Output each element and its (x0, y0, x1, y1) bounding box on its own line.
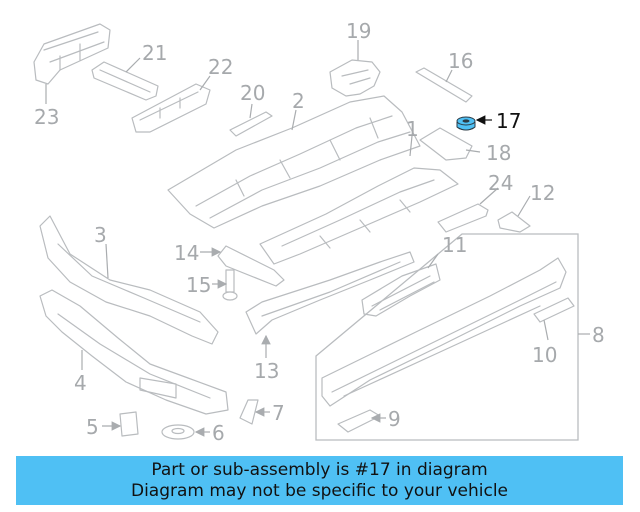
callout-15: 15 (186, 273, 211, 297)
callout-10: 10 (532, 343, 557, 367)
callout-21: 21 (142, 41, 167, 65)
part-7[interactable] (239, 399, 259, 425)
part-15[interactable] (222, 269, 238, 301)
part-16[interactable] (415, 67, 473, 103)
callout-24: 24 (488, 171, 513, 195)
part-8-group[interactable] (315, 233, 579, 441)
callout-4: 4 (74, 371, 87, 395)
part-17[interactable] (456, 116, 476, 131)
part-13[interactable] (245, 251, 415, 335)
callout-1: 1 (406, 117, 419, 141)
part-14[interactable] (217, 245, 285, 287)
part-2[interactable] (167, 95, 421, 229)
callout-17: 17 (496, 109, 521, 133)
callout-22: 22 (208, 55, 233, 79)
part-21[interactable] (91, 61, 159, 101)
part-6[interactable] (161, 424, 195, 440)
callout-14: 14 (174, 241, 199, 265)
callout-7: 7 (272, 401, 285, 425)
part-4[interactable] (39, 289, 229, 415)
part-1[interactable] (259, 167, 459, 265)
callout-12: 12 (530, 181, 555, 205)
callout-6: 6 (212, 421, 225, 445)
part-18[interactable] (419, 127, 473, 161)
part-19[interactable] (329, 59, 381, 97)
callout-labels: 23 21 22 20 2 19 16 17 1 18 24 12 3 14 1… (34, 19, 605, 445)
caption-line-2: Diagram may not be specific to your vehi… (130, 480, 508, 501)
part-24[interactable] (437, 203, 489, 233)
callout-20: 20 (240, 81, 265, 105)
callout-9: 9 (388, 407, 401, 431)
callout-16: 16 (448, 49, 473, 73)
part-20[interactable] (229, 111, 273, 137)
part-5[interactable] (119, 411, 139, 437)
callout-19: 19 (346, 19, 371, 43)
part-22[interactable] (131, 83, 211, 133)
caption-banner: Part or sub-assembly is #17 in diagram D… (16, 456, 623, 505)
callout-23: 23 (34, 105, 59, 129)
callout-5: 5 (86, 415, 99, 439)
part-12[interactable] (497, 211, 531, 233)
callout-18: 18 (486, 141, 511, 165)
part-9[interactable] (337, 409, 381, 433)
part-3[interactable] (39, 215, 219, 345)
leader-lines (45, 40, 590, 437)
callout-8: 8 (592, 323, 605, 347)
callout-2: 2 (292, 89, 305, 113)
callout-3: 3 (94, 223, 107, 247)
parts-diagram: 23 21 22 20 2 19 16 17 1 18 24 12 3 14 1… (33, 19, 605, 445)
part-10[interactable] (533, 297, 575, 323)
callout-13: 13 (254, 359, 279, 383)
callout-11: 11 (442, 233, 467, 257)
caption-line-1: Part or sub-assembly is #17 in diagram (151, 459, 488, 480)
part-23[interactable] (33, 23, 111, 85)
part-8[interactable] (321, 257, 567, 407)
